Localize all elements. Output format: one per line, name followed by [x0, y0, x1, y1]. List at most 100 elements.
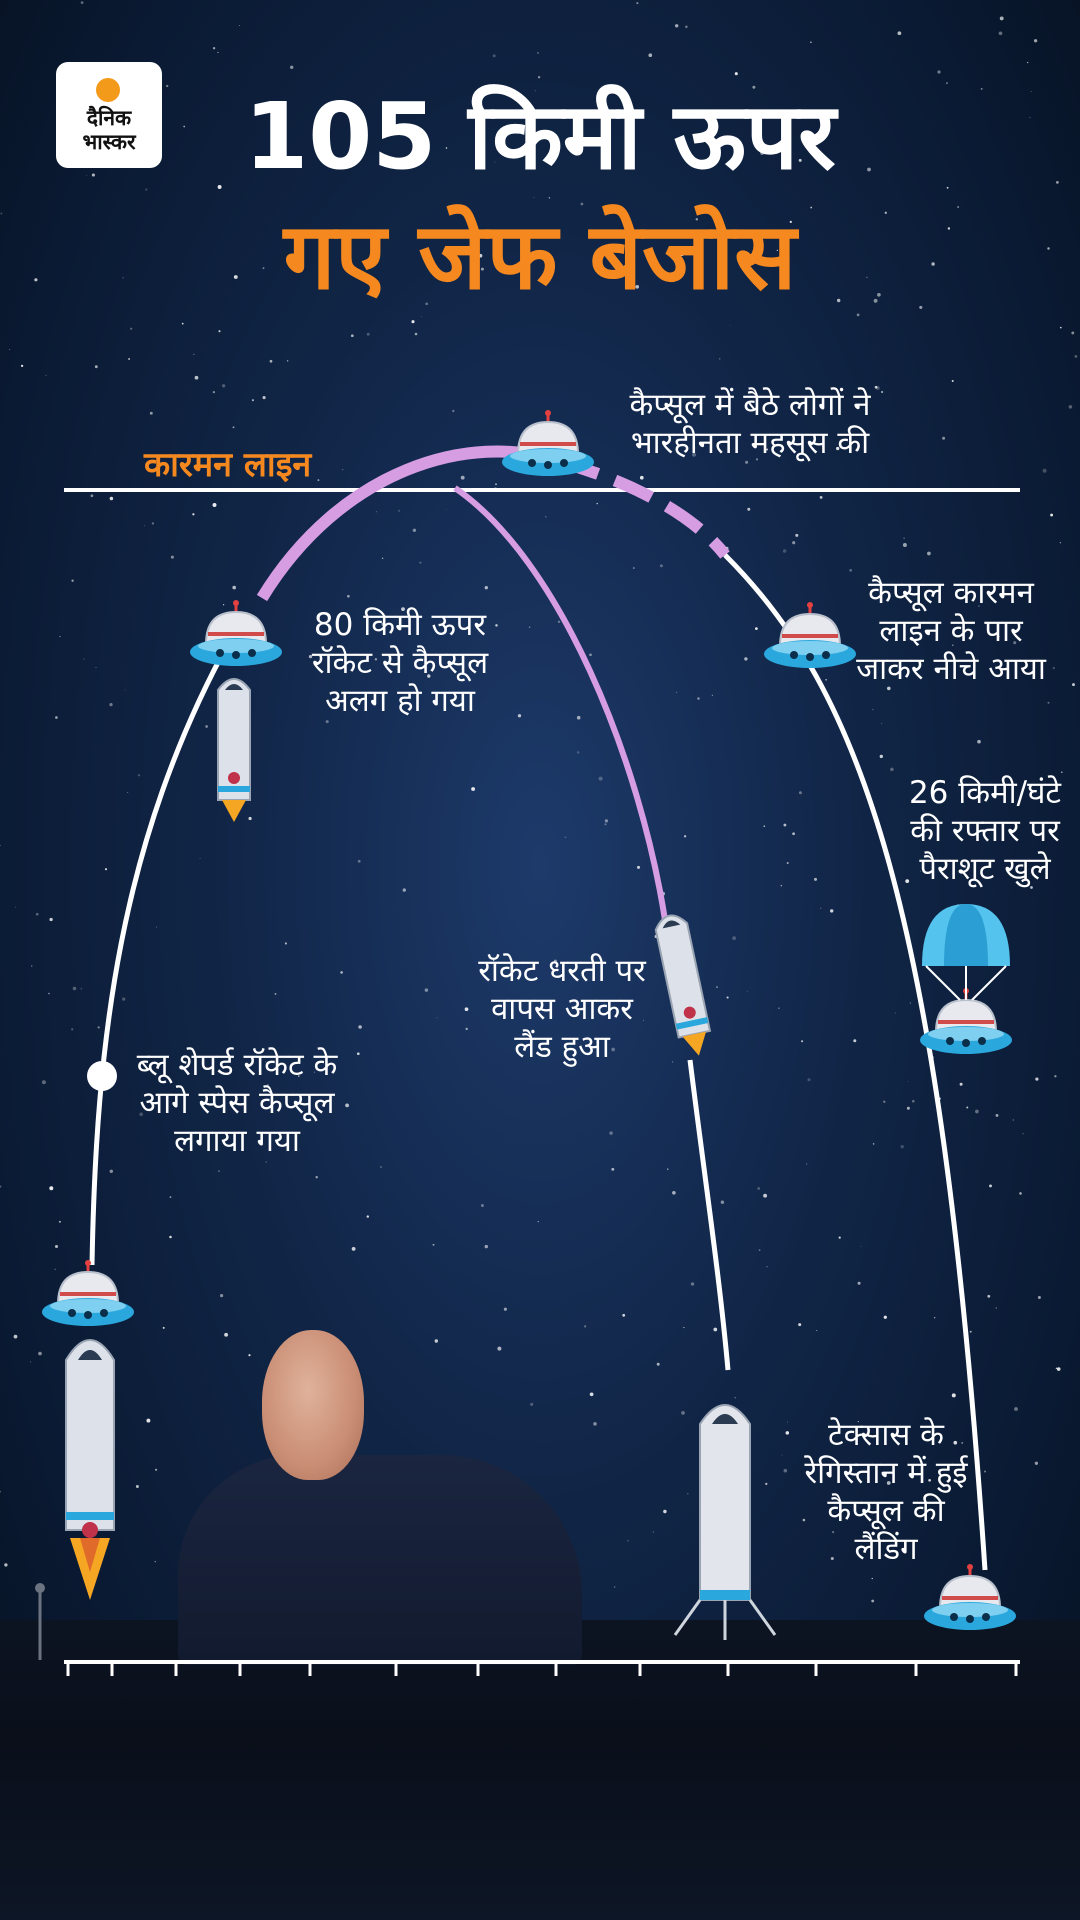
star: [999, 16, 1004, 21]
star: [937, 70, 941, 74]
star: [783, 823, 787, 827]
star: [217, 1092, 220, 1095]
star: [632, 567, 635, 569]
star: [757, 1187, 761, 1190]
star: [763, 1193, 768, 1198]
star: [663, 1509, 667, 1514]
star: [734, 1397, 736, 1399]
star: [264, 1061, 266, 1063]
star: [401, 607, 405, 611]
star: [1034, 1461, 1039, 1465]
star: [928, 1478, 931, 1482]
star: [998, 31, 1003, 36]
star: [151, 522, 155, 525]
star: [765, 1482, 768, 1486]
star: [128, 358, 131, 360]
star: [534, 90, 536, 92]
star: [122, 277, 124, 279]
star: [421, 316, 423, 318]
star: [683, 835, 687, 838]
star: [149, 411, 153, 415]
star: [687, 1493, 689, 1495]
star: [313, 1071, 315, 1073]
star: [284, 942, 287, 945]
note-line: आगे स्पेस कैप्सूल: [139, 1085, 335, 1121]
star: [15, 906, 17, 908]
star: [72, 986, 77, 991]
star: [830, 909, 834, 913]
star: [729, 325, 731, 326]
star: [792, 541, 796, 545]
star: [218, 330, 221, 333]
star: [951, 1393, 956, 1398]
star: [849, 568, 853, 572]
star: [609, 1131, 613, 1135]
star: [193, 353, 195, 355]
star: [810, 206, 813, 209]
star: [248, 816, 252, 821]
star: [1068, 405, 1073, 409]
star: [248, 1354, 251, 1357]
star: [471, 787, 476, 791]
star: [366, 1215, 369, 1218]
star: [975, 1109, 979, 1114]
star: [385, 127, 388, 130]
star: [41, 1080, 46, 1085]
star: [643, 1020, 644, 1022]
star: [170, 555, 174, 559]
note-line: 26 किमी/घंटे: [908, 775, 1062, 811]
star: [760, 151, 764, 155]
page-subtitle: गए जेफ बेजोस: [283, 203, 797, 310]
note-line: टेक्सास के: [828, 1417, 944, 1453]
star: [239, 25, 240, 26]
star: [30, 965, 33, 967]
star: [667, 1168, 669, 1170]
star: [874, 385, 878, 389]
star: [446, 508, 447, 510]
star: [884, 211, 887, 214]
star: [766, 448, 769, 451]
star: [232, 585, 236, 590]
note-weightless: कैप्सूल में बैठे लोगों ने भारहीनता महसूस…: [600, 386, 900, 462]
star: [517, 714, 522, 718]
star: [222, 604, 225, 606]
star: [192, 513, 195, 516]
capsule-separation-icon: [188, 598, 284, 668]
star: [734, 72, 738, 76]
star: [313, 128, 316, 130]
star: [347, 594, 350, 598]
star: [0, 1490, 1, 1493]
star: [424, 988, 429, 992]
star: [286, 360, 289, 362]
star: [497, 1346, 502, 1351]
star: [1033, 39, 1038, 43]
star: [951, 380, 954, 382]
star: [130, 327, 133, 330]
star: [785, 1431, 790, 1435]
star: [503, 1307, 507, 1311]
star: [580, 202, 584, 206]
star: [181, 322, 184, 325]
star: [821, 445, 823, 447]
star: [375, 511, 377, 513]
star: [224, 1332, 229, 1337]
star: [795, 533, 799, 537]
star: [357, 859, 361, 863]
star: [745, 460, 749, 464]
star: [957, 206, 959, 208]
star: [877, 292, 881, 297]
star: [584, 1325, 587, 1328]
star: [589, 1392, 594, 1397]
star: [716, 986, 718, 989]
star: [1014, 1407, 1018, 1411]
star: [124, 689, 126, 691]
star: [267, 1084, 269, 1086]
star: [205, 725, 208, 728]
star: [838, 1236, 841, 1239]
logo-sun-icon: [96, 78, 120, 102]
star: [766, 1266, 768, 1268]
karman-line-label: कारमन लाइन: [144, 445, 312, 485]
note-line: कैप्सूल कारमन: [868, 575, 1034, 611]
star: [830, 1556, 834, 1561]
star: [217, 51, 219, 54]
